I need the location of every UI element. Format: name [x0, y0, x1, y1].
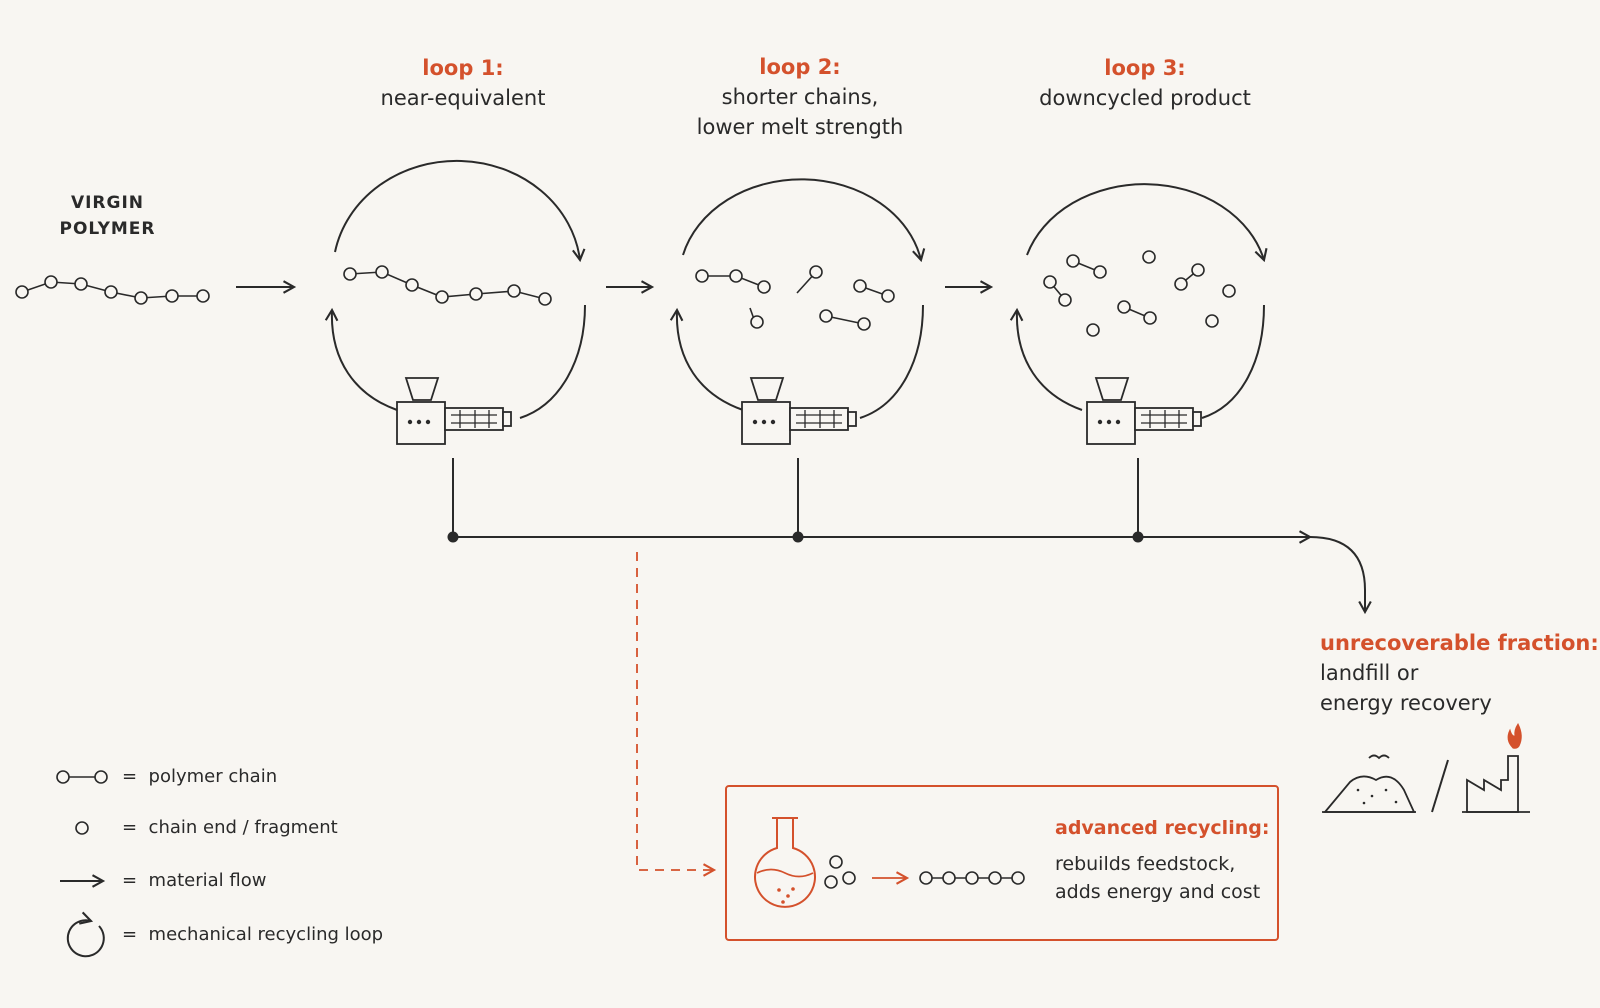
legend-item-chain-end: = chain end / fragment	[122, 816, 338, 840]
loop-arrow-top	[1026, 183, 1268, 263]
loop-3	[1009, 183, 1268, 419]
legend-text: polymer chain	[148, 766, 278, 787]
advanced-recycling-box	[725, 785, 1279, 941]
legend-equals: =	[122, 924, 138, 945]
legend-item-recycling-loop: = mechanical recycling loop	[122, 923, 383, 947]
unrecoverable-title: unrecoverable fraction:	[1320, 631, 1599, 655]
legend-equals: =	[122, 870, 138, 891]
loop-3-description: downcycled product	[1039, 86, 1251, 110]
legend-text: mechanical recycling loop	[148, 924, 384, 945]
loop-arrow-left	[1009, 307, 1083, 411]
loop-1-label: loop 1: near-equivalent	[363, 53, 563, 113]
virgin-polymer-chain	[15, 275, 210, 305]
slash-separator	[1431, 759, 1449, 813]
legend-equals: =	[122, 817, 138, 838]
legend-polymer-chain-symbol	[56, 770, 108, 784]
legend-loop-arrow-symbol	[66, 911, 105, 958]
legend-item-polymer-chain: = polymer chain	[122, 765, 277, 789]
flask-icon	[754, 817, 816, 908]
unrecoverable-line-1: landfill or	[1320, 661, 1419, 685]
extruder-icon	[741, 377, 857, 445]
loop-arrow-top	[334, 159, 586, 263]
loop-2-label: loop 2: shorter chains, lower melt stren…	[680, 52, 920, 142]
factory-icon	[1462, 723, 1530, 813]
legend-text: material flow	[148, 870, 267, 891]
loop-3-fragments	[1043, 250, 1236, 337]
extruder-icon	[396, 377, 512, 445]
loop-3-title: loop 3:	[1104, 56, 1186, 80]
virgin-polymer-label: VIRGIN POLYMER	[59, 193, 156, 239]
loop-arrow-left	[669, 307, 744, 411]
rebuilt-polymer-chain	[919, 871, 1025, 885]
loop-arrow-top	[682, 178, 926, 263]
legend-text: chain end / fragment	[148, 817, 338, 838]
loop-arrow-right	[859, 304, 924, 419]
landfill-icon	[1322, 754, 1416, 813]
loop-1-description: near-equivalent	[380, 86, 546, 110]
loop-arrow-left	[324, 307, 398, 411]
advanced-recycling-title: advanced recycling:	[1055, 817, 1270, 839]
loop-2-title: loop 2:	[759, 55, 841, 79]
advanced-recycling-label: advanced recycling: rebuilds feedstock, …	[1055, 814, 1269, 906]
loop-1-chain	[343, 265, 552, 306]
legend-item-material-flow: = material flow	[122, 869, 266, 893]
legend-chain-end-symbol	[75, 821, 89, 835]
legend-equals: =	[122, 766, 138, 787]
monomer-fragments	[824, 855, 856, 889]
loop-2-description-line-1: shorter chains,	[721, 85, 879, 109]
extruder-icon	[1086, 377, 1202, 445]
loop-arrow-right	[519, 304, 586, 419]
unrecoverable-fraction-label: unrecoverable fraction: landfill or ener…	[1320, 628, 1599, 718]
loop-2	[669, 178, 926, 419]
loop-3-label: loop 3: downcycled product	[1025, 53, 1265, 113]
advanced-recycling-line-1: rebuilds feedstock,	[1055, 853, 1236, 875]
unrecoverable-line-2: energy recovery	[1320, 691, 1492, 715]
loop-2-description-line-2: lower melt strength	[696, 115, 904, 139]
advanced-recycling-line-2: adds energy and cost	[1055, 881, 1261, 903]
loop-arrow-right	[1201, 304, 1265, 419]
loss-collector	[447, 458, 1372, 615]
loop-1	[324, 159, 586, 419]
advanced-recycling-path	[636, 552, 717, 877]
loop-1-title: loop 1:	[422, 56, 504, 80]
loop-2-fragments	[695, 265, 895, 331]
